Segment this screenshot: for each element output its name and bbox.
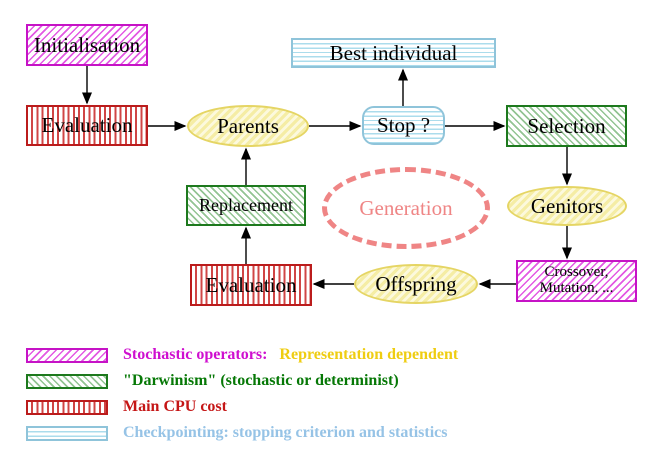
- node-evaluation-bottom-label: Evaluation: [205, 272, 297, 297]
- generation-label: Generation: [359, 195, 453, 220]
- node-selection: Selection: [506, 105, 627, 147]
- legend-label-representation-dependent: Representation dependent: [279, 346, 459, 363]
- node-evaluation-top-label: Evaluation: [41, 113, 133, 138]
- legend-label-checkpointing: Checkpointing: stopping criterion and st…: [123, 424, 448, 441]
- node-crossover-label-line1: Crossover,: [544, 264, 609, 281]
- legend-item-main-cpu-cost: Main CPU cost: [26, 398, 227, 415]
- legend-swatch-cyan-horizontal-stripes-icon: [26, 425, 108, 441]
- node-initialisation: Initialisation: [26, 24, 148, 66]
- node-offspring: Offspring: [354, 264, 478, 304]
- legend-label-darwinism: "Darwinism" (stochastic or determinist): [123, 372, 399, 389]
- node-selection-label: Selection: [527, 113, 606, 138]
- node-best-individual: Best individual: [291, 38, 496, 68]
- legend-item-checkpointing: Checkpointing: stopping criterion and st…: [26, 424, 448, 441]
- node-replacement-label: Replacement: [199, 195, 293, 216]
- node-crossover-label-line2: Mutation, ...: [539, 280, 614, 296]
- node-offspring-label: Offspring: [375, 271, 457, 296]
- legend-item-stochastic-operators: Stochastic operators: Representation dep…: [26, 346, 459, 363]
- legend-item-darwinism: "Darwinism" (stochastic or determinist): [26, 372, 399, 389]
- node-initialisation-label: Initialisation: [33, 32, 141, 57]
- legend-label-stochastic-operators: Stochastic operators:: [123, 346, 268, 363]
- node-crossover-mutation: Crossover, Mutation, ...: [516, 260, 637, 302]
- legend-label-main-cpu-cost: Main CPU cost: [123, 398, 227, 415]
- node-stop: Stop ?: [362, 106, 445, 145]
- node-parents: Parents: [187, 105, 309, 147]
- node-replacement: Replacement: [186, 185, 306, 226]
- node-stop-label: Stop ?: [376, 113, 431, 138]
- node-genitors: Genitors: [507, 186, 627, 226]
- legend-swatch-green-diagonal-hatch-icon: [26, 373, 108, 389]
- node-parents-label: Parents: [217, 113, 279, 138]
- node-genitors-label: Genitors: [530, 193, 604, 218]
- node-evaluation-bottom: Evaluation: [190, 264, 312, 306]
- node-best-individual-label: Best individual: [329, 40, 458, 65]
- node-evaluation-top: Evaluation: [26, 105, 148, 146]
- legend-swatch-red-vertical-stripes-icon: [26, 399, 108, 415]
- legend-swatch-magenta-diagonal-hatch-icon: [26, 347, 108, 363]
- generation-loop-ellipse: Generation: [322, 167, 490, 249]
